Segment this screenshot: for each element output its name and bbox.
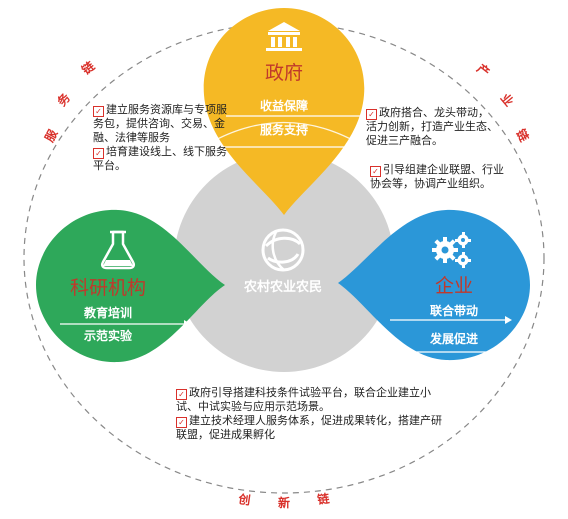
enterprise-title: 企业 <box>435 275 473 297</box>
government-line1: 收益保障 <box>260 98 308 113</box>
bottom-note-1: ✓政府引导搭建科技条件试验平台，联合企业建立小试、中试实验与应用示范场景。 <box>176 386 431 413</box>
research-line2: 示范实验 <box>83 328 133 343</box>
bottom-note-2: ✓建立技术经理人服务体系，促进成果转化，搭建产研联盟，促进成果孵化 <box>176 414 442 441</box>
check-box-icon: ✓ <box>366 109 377 120</box>
enterprise-line2: 发展促进 <box>429 331 478 346</box>
enterprise-line1: 联合带动 <box>430 303 478 318</box>
gov-right-notes: ✓政府搭合、龙头带动，活力创新，打造产业生态、促进三产融合。 <box>366 106 498 148</box>
flask-icon <box>100 230 136 270</box>
gov-left-note-1: ✓建立服务资源库与专项服务包，提供咨询、交易、金融、法律等服务 <box>93 103 227 144</box>
industry-chain-char-2: 业 <box>498 90 517 109</box>
enterprise-arrow-right-head <box>505 316 512 324</box>
research-title: 科研机构 <box>70 277 146 299</box>
government-building-icon <box>266 22 302 51</box>
government-drop <box>203 8 365 215</box>
gov-right-note-1: ✓政府搭合、龙头带动，活力创新，打造产业生态、促进三产融合。 <box>366 106 498 147</box>
gov-arrow-right-head <box>366 112 373 120</box>
check-box-icon: ✓ <box>176 389 187 400</box>
gears-icon <box>432 232 471 268</box>
gov-arrow-left-head <box>211 143 218 151</box>
service-chain-char-3: 链 <box>79 58 98 78</box>
check-box-icon: ✓ <box>370 166 381 177</box>
innovation-chain-char-2: 新 <box>278 495 290 510</box>
enterprise-drop <box>338 209 530 361</box>
inner-arc-top <box>197 121 371 151</box>
check-box-icon: ✓ <box>93 148 104 159</box>
gov-left-note-2: ✓培育建设线上、线下服务平台。 <box>93 145 227 172</box>
center-globe-icon <box>261 228 305 272</box>
check-box-icon: ✓ <box>93 106 104 117</box>
bottom-notes: ✓政府引导搭建科技条件试验平台，联合企业建立小试、中试实验与应用示范场景。 ✓建… <box>176 386 446 442</box>
innovation-chain-char-1: 创 <box>237 491 252 508</box>
government-line2: 服务支持 <box>260 122 308 137</box>
gov-right2-note-1: ✓引导组建企业联盟、行业协会等，协调产业组织。 <box>370 163 504 190</box>
enterprise-arrow-left-head <box>388 348 395 356</box>
gov-left-notes: ✓建立服务资源库与专项服务包，提供咨询、交易、金融、法律等服务 ✓培育建设线上、… <box>93 103 228 173</box>
government-title: 政府 <box>265 62 303 84</box>
research-line1: 教育培训 <box>83 305 132 320</box>
innovation-chain-char-3: 链 <box>316 490 331 507</box>
inner-arc-bottom <box>189 364 379 394</box>
service-chain-char-1: 服 <box>41 126 60 145</box>
research-arrow-right-head <box>184 320 191 328</box>
industry-chain-char-3: 链 <box>513 126 532 145</box>
service-chain-char-2: 务 <box>54 89 74 109</box>
center-label: 农村农业农民 <box>243 279 322 295</box>
industry-chain-char-1: 产 <box>474 61 493 80</box>
gov-right2-notes: ✓引导组建企业联盟、行业协会等，协调产业组织。 <box>370 163 510 191</box>
check-box-icon: ✓ <box>176 417 187 428</box>
